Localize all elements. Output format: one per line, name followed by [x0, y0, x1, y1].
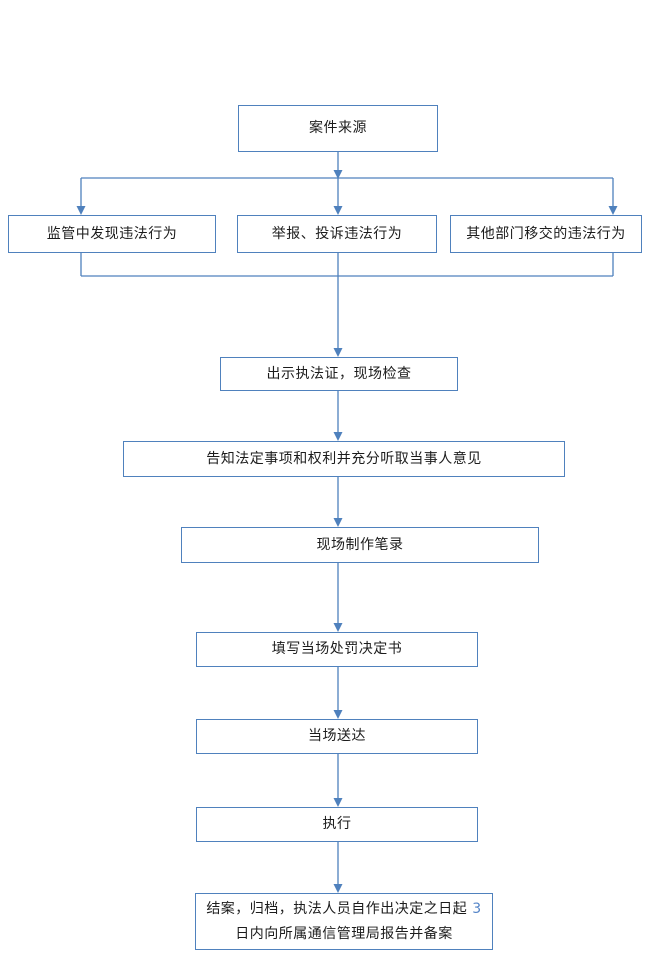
node-label: 执行	[322, 816, 352, 832]
edge-collector-to-inspection	[333, 276, 343, 357]
node-label: 举报、投诉违法行为	[271, 225, 403, 242]
edge-branch-to-report	[333, 178, 343, 215]
edge-execute-to-close	[333, 842, 343, 893]
close-label-number: 3	[472, 900, 482, 917]
node-show-credentials-onsite-inspection: 出示执法证，现场检查	[220, 357, 458, 391]
close-label-part2: 日内向所属通信管理局报告并备案	[235, 925, 453, 942]
node-label: 现场制作笔录	[316, 536, 404, 553]
node-label: 出示执法证，现场检查	[266, 365, 412, 382]
node-label: 结案，归档，执法人员自作出决定之日起 3 日内向所属通信管理局报告并备案	[206, 897, 481, 947]
edge-source-to-branch	[333, 152, 343, 179]
edge-deliver-to-execute	[333, 754, 343, 807]
node-supervision-found-violation: 监管中发现违法行为	[8, 215, 216, 253]
edge-branch-to-transfer	[608, 178, 618, 215]
edge-decision-to-deliver	[333, 667, 343, 719]
node-fill-punishment-decision: 填写当场处罚决定书	[196, 632, 478, 667]
edge-inform-to-record	[333, 477, 343, 527]
node-onsite-delivery: 当场送达	[196, 719, 478, 754]
node-case-source: 案件来源	[238, 105, 438, 152]
edge-record-to-decision	[333, 563, 343, 632]
node-other-dept-transfer-violation: 其他部门移交的违法行为	[450, 215, 642, 253]
edge-inspection-to-inform	[333, 391, 343, 441]
node-inform-rights-listen-opinion: 告知法定事项和权利并充分听取当事人意见	[123, 441, 565, 477]
node-report-complaint-violation: 举报、投诉违法行为	[237, 215, 437, 253]
node-label: 监管中发现违法行为	[46, 225, 178, 242]
node-label: 当场送达	[308, 728, 366, 744]
node-label: 其他部门移交的违法行为	[466, 225, 626, 242]
node-onsite-written-record: 现场制作笔录	[181, 527, 539, 563]
edge-branch-to-supervision	[76, 178, 86, 215]
node-label: 告知法定事项和权利并充分听取当事人意见	[206, 450, 482, 467]
close-label-part1: 结案，归档，执法人员自作出决定之日起	[206, 900, 473, 917]
node-execution: 执行	[196, 807, 478, 842]
node-label: 填写当场处罚决定书	[271, 641, 403, 657]
node-close-case-archive-report: 结案，归档，执法人员自作出决定之日起 3 日内向所属通信管理局报告并备案	[195, 893, 493, 950]
node-label: 案件来源	[309, 120, 367, 136]
